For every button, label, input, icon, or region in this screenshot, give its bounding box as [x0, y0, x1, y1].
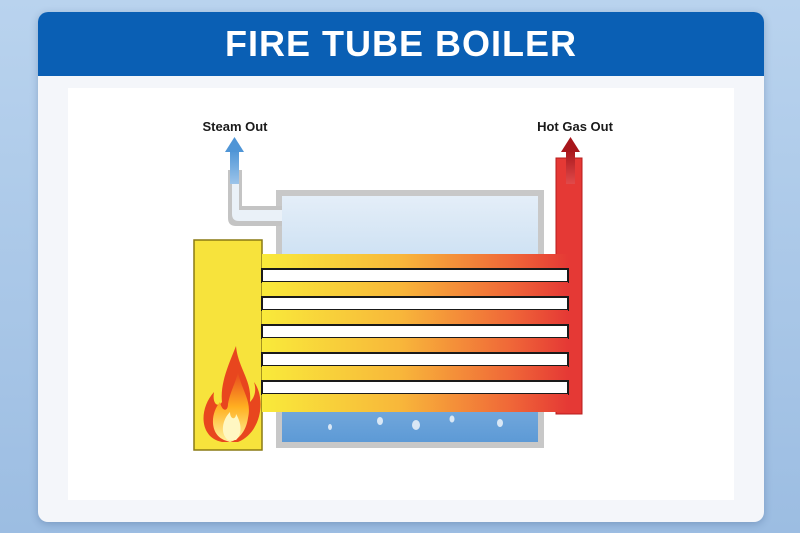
fire-tube: [262, 338, 568, 353]
fire-tube: [262, 282, 568, 297]
diagram-card: FIRE TUBE BOILER: [38, 12, 764, 522]
tube-wall: [261, 352, 569, 367]
flame-icon: [203, 346, 261, 442]
tube-wall: [261, 324, 569, 339]
tube-wall: [261, 268, 569, 283]
fire-tube: [262, 394, 568, 412]
tube-wall: [261, 380, 569, 395]
fire-tube: [262, 366, 568, 381]
fire-tube: [262, 310, 568, 325]
water-droplets: [304, 270, 503, 430]
steam-out-label: Steam Out: [202, 119, 268, 134]
tube-wall: [261, 296, 569, 311]
steam-out-arrow-icon: [225, 137, 244, 184]
page-title: FIRE TUBE BOILER: [224, 23, 577, 64]
hot-gas-out-arrow-icon: [561, 137, 580, 184]
header-bar: FIRE TUBE BOILER: [38, 12, 764, 76]
fire-tube: [262, 254, 568, 269]
fire-tubes: [261, 254, 569, 412]
hot-gas-out-label: Hot Gas Out: [537, 119, 614, 134]
